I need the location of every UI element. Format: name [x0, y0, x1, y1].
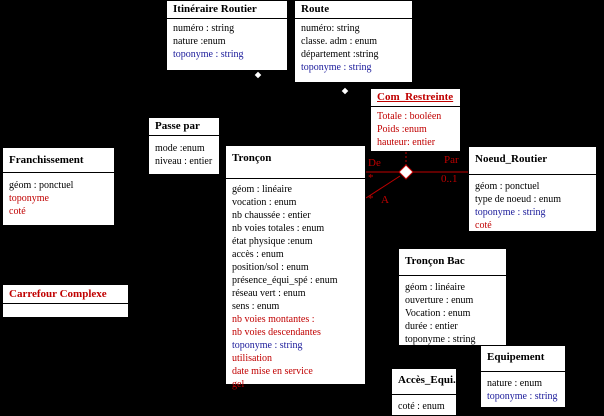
attribute-list: géom : linéaire ouverture : enum Vocatio…	[399, 276, 506, 349]
attribute: hauteur: entier	[377, 137, 436, 148]
attribute-list: géom : ponctuel type de noeud : enum top…	[469, 175, 596, 235]
attribute: nb voies totales : enum	[232, 223, 325, 234]
attribute: gel	[232, 379, 245, 390]
class-route: Route numéro: string classe. adm : enum …	[294, 0, 413, 83]
ternary-diamond	[398, 164, 414, 180]
attribute-list: numéro: string classe. adm : enum départ…	[295, 19, 412, 77]
attribute: toponyme : string	[232, 340, 303, 351]
attribute-list: Totale : booléen Poids :enum hauteur: en…	[371, 107, 460, 152]
attribute: toponyme : string	[173, 49, 244, 60]
class-name: Franchissement	[3, 148, 114, 173]
attribute: géom : ponctuel	[475, 181, 540, 192]
attribute: ouverture : enum	[405, 295, 474, 306]
itineraire-aggregation-diamond	[253, 70, 263, 80]
attribute: nature : enum	[487, 378, 542, 389]
attribute: nb voies montantes :	[232, 314, 315, 325]
class-equipement: Equipement nature : enum toponyme : stri…	[480, 345, 566, 408]
attribute: toponyme : string	[301, 62, 372, 73]
class-name: Route	[295, 1, 412, 19]
attribute: classe. adm : enum	[301, 36, 378, 47]
attribute: nature :enum	[173, 36, 226, 47]
attribute: type de noeud : enum	[475, 194, 562, 205]
attribute: accès : enum	[232, 249, 284, 260]
attribute: toponyme	[9, 193, 49, 204]
attribute: niveau : entier	[155, 156, 213, 167]
class-name: Tronçon Bac	[399, 249, 506, 276]
class-name: Carrefour Complexe	[3, 285, 128, 304]
attribute: Poids :enum	[377, 124, 427, 135]
route-aggregation-diamond	[340, 86, 350, 96]
class-name: Tronçon	[226, 146, 365, 179]
class-troncon: Tronçon géom : linéaire vocation : enum …	[225, 145, 366, 390]
attribute: réseau vert : enum	[232, 288, 306, 299]
attribute: nb voies descendantes	[232, 327, 321, 338]
attribute: numéro : string	[173, 23, 235, 34]
attribute: toponyme : string	[405, 334, 476, 345]
attribute: numéro: string	[301, 23, 360, 34]
label-star-1: *	[368, 172, 374, 184]
attribute: Vocation : enum	[405, 308, 471, 319]
attribute: toponyme : string	[475, 207, 546, 218]
class-acces-equi: Accès_Equi. coté : enum	[391, 368, 457, 415]
class-franchissement: Franchissement géom : ponctuel toponyme …	[2, 147, 115, 226]
label-multiplicity: 0..1	[441, 173, 458, 185]
attribute: géom : linéaire	[405, 282, 465, 293]
attribute: coté	[475, 220, 492, 231]
attribute: vocation : enum	[232, 197, 297, 208]
attribute: coté	[9, 206, 26, 217]
class-troncon-bac: Tronçon Bac géom : linéaire ouverture : …	[398, 248, 507, 346]
class-passe-par: Passe par mode :enum niveau : entier	[148, 117, 220, 175]
attribute: géom : linéaire	[232, 184, 292, 195]
attribute: date mise en service	[232, 366, 313, 377]
attribute: utilisation	[232, 353, 272, 364]
attribute-list: géom : ponctuel toponyme coté	[3, 173, 114, 221]
class-name: Com_Restreinte	[371, 89, 460, 107]
class-noeud-routier: Noeud_Routier géom : ponctuel type de no…	[468, 146, 597, 232]
label-star-2: *	[368, 193, 374, 205]
attribute-list: numéro : string nature :enum toponyme : …	[167, 19, 287, 64]
attribute: nb chaussée : entier	[232, 210, 311, 221]
ternary-diagonal	[365, 175, 401, 199]
attribute: sens : enum	[232, 301, 280, 312]
class-carrefour-complexe: Carrefour Complexe	[2, 284, 129, 318]
label-a: A	[381, 194, 389, 206]
attribute: Totale : booléen	[377, 111, 442, 122]
class-name: Equipement	[481, 346, 565, 372]
attribute-list: nature : enum toponyme : string	[481, 372, 565, 406]
attribute-list: géom : linéaire vocation : enum nb chaus…	[226, 179, 365, 394]
class-name: Itinéraire Routier	[167, 1, 287, 19]
attribute: coté : enum	[398, 401, 445, 412]
class-itineraire-routier: Itinéraire Routier numéro : string natur…	[166, 0, 288, 71]
attribute: durée : entier	[405, 321, 458, 332]
class-com-restreinte: Com_Restreinte Totale : booléen Poids :e…	[370, 88, 461, 152]
class-name: Accès_Equi.	[392, 369, 456, 395]
attribute-list: mode :enum niveau : entier	[149, 136, 219, 171]
attribute: présence_équi_spé : enum	[232, 275, 338, 286]
attribute: position/sol : enum	[232, 262, 309, 273]
label-de: De	[368, 157, 381, 169]
attribute: géom : ponctuel	[9, 180, 74, 191]
attribute: mode :enum	[155, 143, 205, 154]
attribute-list: coté : enum	[392, 395, 456, 416]
attribute: département :string	[301, 49, 379, 60]
attribute: toponyme : string	[487, 391, 558, 402]
class-name: Noeud_Routier	[469, 147, 596, 175]
label-par: Par	[444, 154, 459, 166]
attribute: état physique :enum	[232, 236, 313, 247]
class-name: Passe par	[149, 118, 219, 136]
